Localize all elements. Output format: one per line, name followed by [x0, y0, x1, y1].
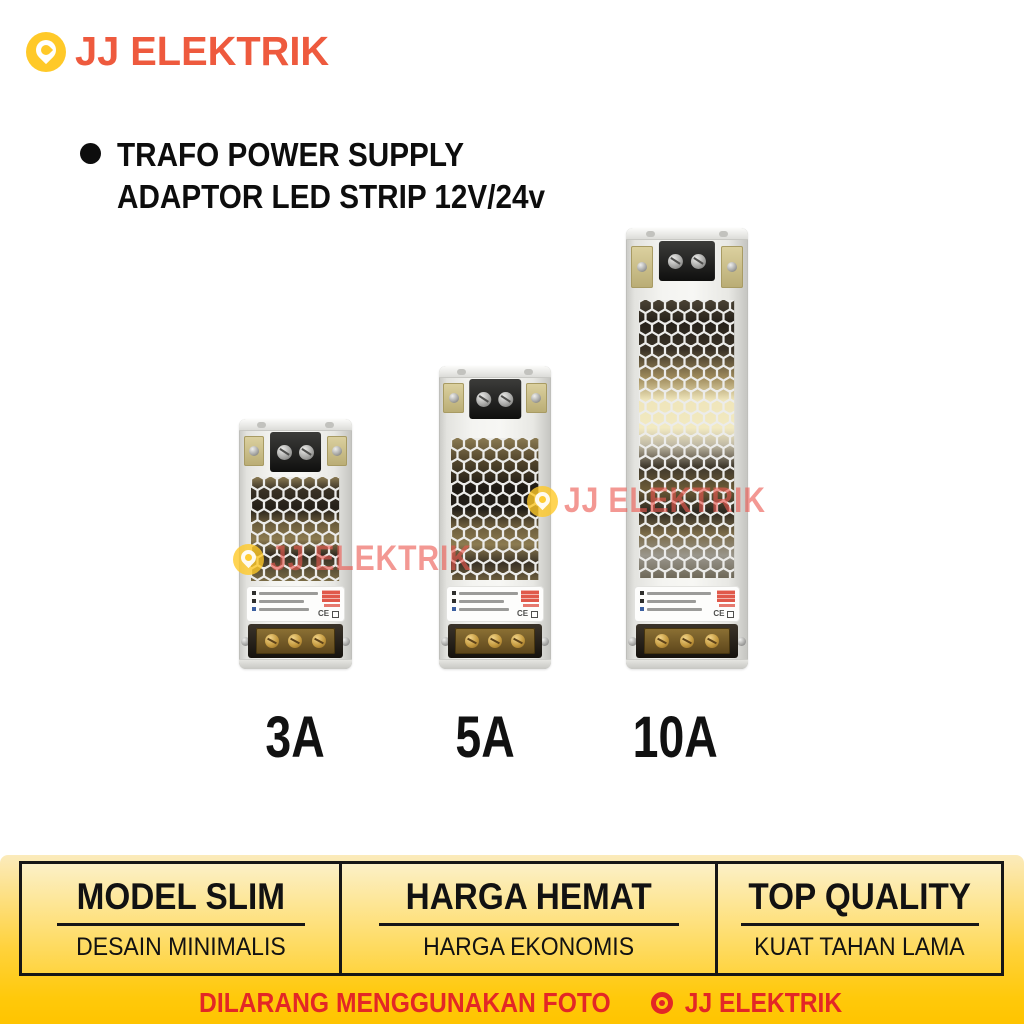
location-pin-icon — [233, 543, 264, 575]
feature-strip: MODEL SLIM DESAIN MINIMALIS HARGA HEMAT … — [0, 855, 1024, 1024]
mounting-flange — [626, 228, 748, 240]
screw-icon — [276, 444, 292, 460]
warranty-stamp — [322, 590, 341, 602]
divider — [740, 922, 979, 926]
screw-icon — [679, 634, 694, 648]
divider — [378, 922, 679, 926]
power-supply-5a-image: CE — [439, 366, 551, 669]
screw-icon — [540, 637, 550, 646]
photo-disclaimer: DILARANG MENGGUNAKAN FOTO JJ ELEKTRIK — [0, 987, 1024, 1019]
power-supply-3a-image: CE — [239, 419, 352, 669]
mounting-flange — [439, 659, 551, 669]
ce-mark: CE — [317, 609, 330, 618]
vent-grid — [251, 477, 340, 581]
feature-boxes: MODEL SLIM DESAIN MINIMALIS HARGA HEMAT … — [19, 861, 1004, 976]
divider — [56, 922, 305, 926]
ce-mark: CE — [517, 609, 529, 618]
vent-grid — [451, 438, 539, 580]
heading-line-2: ADAPTOR LED STRIP 12V/24v — [117, 178, 546, 215]
feature-box-harga-hemat: HARGA HEMAT HARGA EKONOMIS — [339, 864, 715, 973]
disclaimer-brand: JJ ELEKTRIK — [684, 987, 843, 1018]
screw-icon — [498, 391, 514, 407]
screw-icon — [511, 634, 526, 648]
brand-name: JJ ELEKTRIK — [75, 28, 330, 74]
mounting-flange — [239, 419, 352, 431]
feature-title: MODEL SLIM — [76, 875, 285, 917]
output-terminal — [635, 624, 739, 658]
feature-subtitle: HARGA EKONOMIS — [423, 932, 634, 961]
terminal-plate — [630, 246, 653, 288]
feature-box-top-quality: TOP QUALITY KUAT TAHAN LAMA — [715, 864, 1001, 973]
mounting-flange — [626, 659, 748, 669]
mounting-flange — [439, 366, 551, 378]
input-terminal — [269, 432, 322, 472]
disclaimer-text: DILARANG MENGGUNAKAN FOTO — [199, 987, 611, 1018]
terminal-plate — [443, 383, 464, 413]
spec-label: CE — [246, 587, 345, 621]
screw-icon — [240, 637, 250, 646]
feature-title: HARGA HEMAT — [405, 875, 652, 917]
mounting-flange — [239, 659, 352, 669]
amp-label-5a: 5A — [455, 705, 515, 770]
output-terminal — [447, 624, 543, 658]
spec-label: CE — [446, 587, 544, 621]
feature-title: TOP QUALITY — [748, 875, 971, 917]
screw-icon — [667, 253, 683, 269]
warranty-stamp — [717, 590, 736, 602]
input-terminal — [658, 241, 716, 281]
screw-icon — [737, 637, 747, 646]
screw-icon — [476, 391, 492, 407]
feature-subtitle: DESAIN MINIMALIS — [75, 932, 286, 961]
bullet-icon — [80, 143, 101, 164]
screw-icon — [288, 634, 303, 648]
power-supply-10a-image: CE — [626, 228, 748, 669]
screw-icon — [705, 634, 719, 648]
screw-icon — [341, 637, 351, 646]
screw-icon — [691, 253, 707, 269]
screw-icon — [464, 634, 479, 648]
location-pin-icon — [26, 31, 66, 72]
product-heading: TRAFO POWER SUPPLY ADAPTOR LED STRIP 12V… — [80, 134, 593, 218]
screw-icon — [311, 634, 326, 648]
feature-subtitle: KUAT TAHAN LAMA — [754, 932, 965, 961]
ce-mark: CE — [713, 609, 725, 618]
screw-icon — [654, 634, 669, 648]
brand-watermark: JJ ELEKTRIK — [527, 481, 799, 521]
brand-target-icon — [650, 992, 673, 1014]
terminal-plate — [721, 246, 744, 288]
screw-icon — [265, 634, 280, 648]
spec-label: CE — [634, 587, 740, 621]
warranty-stamp — [521, 590, 540, 602]
screw-icon — [487, 634, 502, 648]
brand-logo: JJ ELEKTRIK — [26, 28, 337, 75]
vent-grid — [639, 300, 735, 578]
output-terminal — [248, 624, 343, 658]
terminal-plate — [243, 436, 264, 466]
input-terminal — [469, 379, 521, 419]
amp-label-10a: 10A — [632, 705, 718, 770]
screw-icon — [627, 637, 637, 646]
screw-icon — [440, 637, 450, 646]
amp-label-3a: 3A — [265, 705, 325, 770]
feature-box-model-slim: MODEL SLIM DESAIN MINIMALIS — [22, 864, 339, 973]
brand-watermark: JJ ELEKTRIK — [233, 539, 505, 579]
screw-icon — [299, 444, 315, 460]
terminal-plate — [526, 383, 547, 413]
location-pin-icon — [527, 485, 558, 517]
heading-line-1: TRAFO POWER SUPPLY — [117, 136, 465, 173]
terminal-plate — [327, 436, 348, 466]
